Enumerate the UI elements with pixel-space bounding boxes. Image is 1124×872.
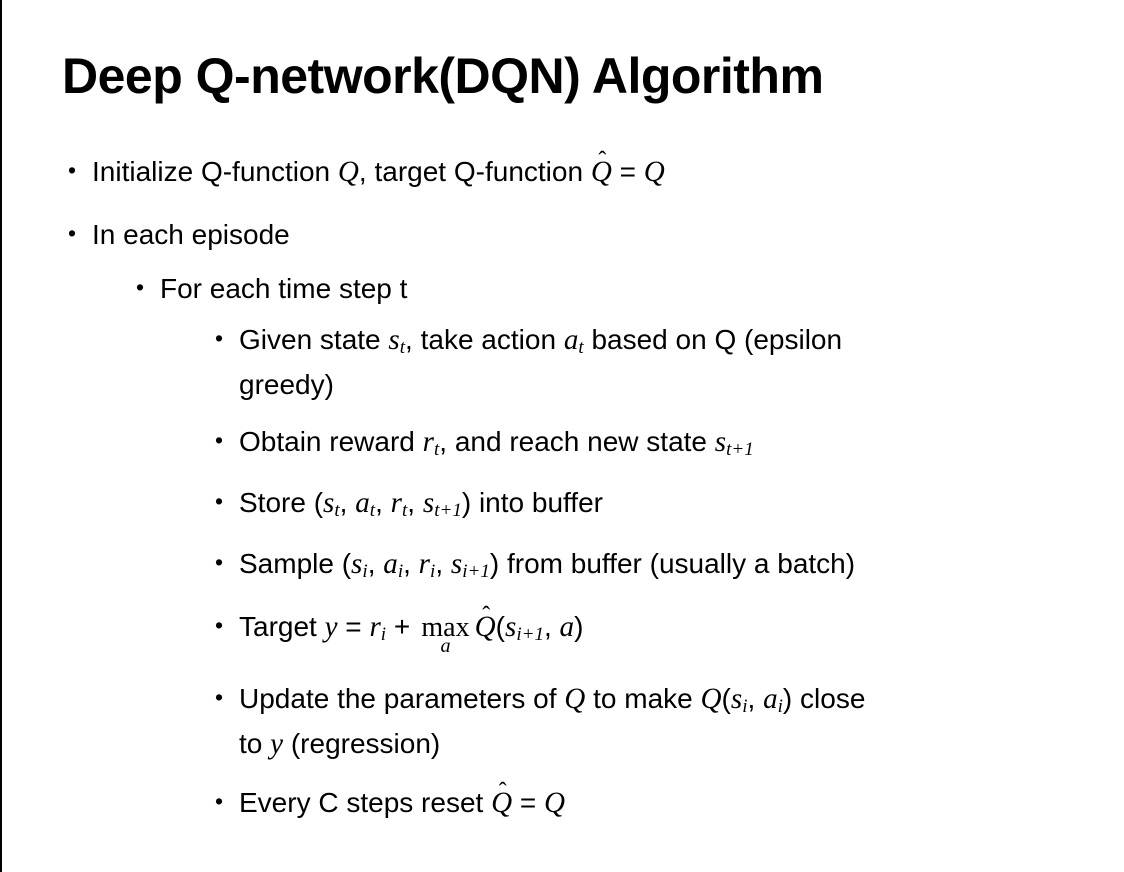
bullet-text: Obtain reward rt, and reach new state st… [239, 426, 754, 461]
math-variable: y [324, 610, 338, 643]
math-subscript: i [777, 696, 783, 718]
bullet-item: • For each time step t [0, 270, 1124, 307]
bullet-item: •Given state st, take action at based on… [0, 321, 1124, 403]
bullet-item: • Store (st, at, rt, st+1) into buffer [0, 484, 1124, 529]
bullet-item: •Obtain reward rt, and reach new state s… [0, 423, 1124, 468]
bullet-marker-icon: • [136, 274, 145, 300]
math-subscript: t [369, 500, 376, 522]
math-variable: Q [564, 682, 586, 715]
bullet-text: Sample (si, ai, ri, si+1) from buffer (u… [239, 547, 856, 582]
bullet-text: Update the parameters of Q to make Q(si,… [239, 682, 866, 761]
bullet-text: Given state st, take action at based on … [239, 324, 843, 401]
math-subscript: i [742, 696, 748, 718]
bullet-marker-icon: • [215, 325, 224, 351]
bullet-item: • Initialize Q-function Q, target Q-funct… [0, 147, 1124, 191]
math-variable: s [730, 682, 743, 715]
math-variable: r [390, 487, 402, 520]
math-variable: Q [491, 787, 513, 820]
math-subscript: i [380, 623, 387, 645]
bullet-marker-icon: • [68, 157, 77, 183]
bullet-text: Store (st, at, rt, st+1) into buffer [239, 487, 603, 522]
bullet-item: • In each episode [0, 216, 1124, 253]
math-subscript: i+1 [462, 560, 490, 582]
math-subscript: t [578, 337, 584, 359]
bullet-marker-icon: • [215, 683, 224, 710]
math-variable: s [714, 426, 727, 459]
math-variable: s [504, 610, 517, 643]
math-variable: a [383, 547, 398, 580]
math-subscript: i [397, 560, 404, 582]
math-subscript: t [399, 337, 406, 359]
slide-left-edge-line [0, 0, 2, 872]
bullet-marker-icon: • [215, 788, 224, 815]
math-variable: Q [544, 787, 566, 820]
math-variable: s [351, 547, 363, 580]
bullet-list: • Initialize Q-function Q, target Q-funct… [0, 102, 1124, 822]
math-variable: r [369, 610, 381, 643]
bullet-marker-icon: • [215, 427, 224, 454]
bullet-text: For each time step t [160, 273, 408, 304]
slide-title: Deep Q-network(DQN) Algorithm [62, 48, 824, 104]
math-variable: Q [474, 610, 496, 643]
math-subscript: i [430, 560, 436, 582]
bullet-marker-icon: • [215, 548, 224, 575]
math-variable: Q [590, 156, 612, 188]
bullet-text: Initialize Q-function Q, target Q-functi… [92, 147, 665, 188]
math-variable: r [422, 426, 434, 459]
bullet-item: • Update the parameters of Q to make Q(si… [0, 680, 1124, 763]
math-variable: y [270, 728, 284, 761]
bullet-marker-icon: • [68, 220, 77, 246]
math-variable: s [450, 547, 463, 580]
math-variable: a [563, 324, 579, 356]
bullet-marker-icon: • [215, 488, 224, 515]
math-subscript: i [362, 560, 368, 582]
math-variable: r [418, 547, 431, 580]
math-variable: s [422, 487, 435, 520]
bullet-marker-icon: • [215, 611, 224, 638]
math-variable: Q [700, 682, 722, 715]
math-variable: a [763, 682, 778, 715]
math-subscript: t [433, 439, 440, 461]
math-variable: Q [643, 156, 665, 188]
math-subscript: t [334, 500, 340, 522]
math-subscript: t+1 [726, 439, 754, 461]
math-subscript: t [402, 500, 408, 522]
math-variable: s [323, 487, 335, 520]
bullet-item: • Sample (si, ai, ri, si+1) from buffer (… [0, 545, 1124, 590]
math-variable: Q [337, 156, 359, 188]
math-subscript: i+1 [516, 623, 544, 645]
math-variable: s [388, 324, 400, 356]
bullet-text: In each episode [92, 219, 290, 250]
math-variable: a [355, 487, 370, 520]
math-subscript: t+1 [434, 500, 462, 522]
math-variable: a [559, 610, 575, 643]
